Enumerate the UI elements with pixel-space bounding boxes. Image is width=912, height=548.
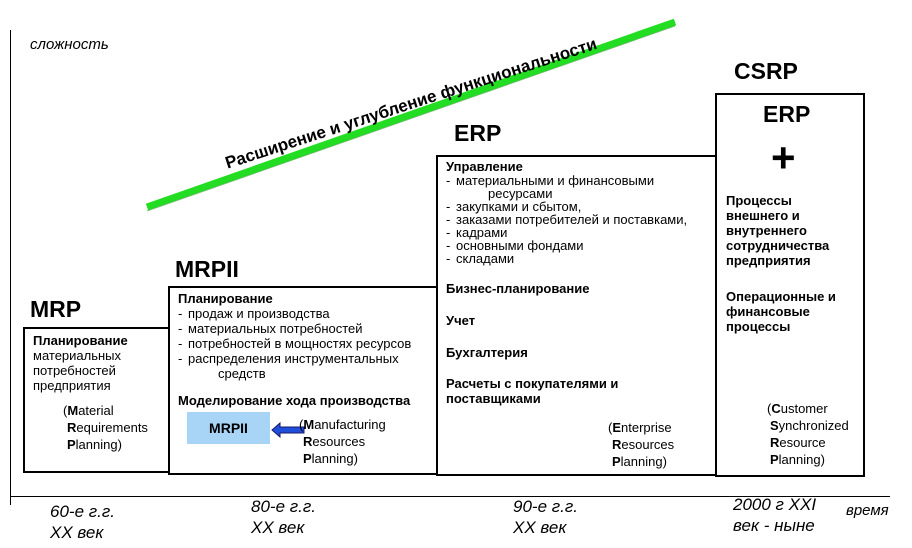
mrp-acronym: (Material Requirements Planning) bbox=[63, 403, 148, 452]
erp-section-bookkeeping: Бухгалтерия bbox=[446, 345, 528, 360]
mrpii-heading: Планирование bbox=[178, 291, 273, 306]
erp-box: Управление материальными и финансовыми р… bbox=[436, 155, 717, 476]
mrpii-title: MRPII bbox=[175, 256, 239, 282]
plus-icon: + bbox=[771, 134, 796, 181]
era-label-90s: 90-е г.г.XX век bbox=[513, 497, 578, 537]
list-item: кадрами bbox=[446, 226, 707, 239]
list-item: заказами потребителей и поставками, bbox=[446, 213, 707, 226]
x-axis-label: время bbox=[846, 502, 889, 519]
csrp-block-cooperation: Процессы внешнего и внутреннего сотрудни… bbox=[726, 193, 830, 268]
list-item: материальных потребностей bbox=[178, 321, 428, 336]
mrpii-acronym: (Manufacturing Resources Planning) bbox=[299, 417, 386, 466]
era-label-80s: 80-е г.г.XX век bbox=[251, 497, 316, 537]
mrp-text-3: предприятия bbox=[33, 378, 111, 393]
mrpii-modeling: Моделирование хода производства bbox=[178, 393, 411, 408]
list-item: складами bbox=[446, 252, 707, 265]
list-item: потребностей в мощностях ресурсов bbox=[178, 336, 428, 351]
erp-section-accounting: Учет bbox=[446, 313, 476, 328]
x-axis bbox=[10, 496, 890, 497]
mrpii-box: Планирование продаж и производства матер… bbox=[168, 286, 438, 475]
erp-heading: Управление bbox=[446, 159, 523, 174]
csrp-erp-title: ERP bbox=[763, 101, 811, 127]
csrp-acronym: (Customer Synchronized Resource Planning… bbox=[767, 401, 849, 467]
era-label-60s: 60-е г.г.XX век bbox=[50, 502, 115, 542]
list-item: материальными и финансовыми bbox=[446, 174, 707, 187]
csrp-title: CSRP bbox=[734, 58, 798, 84]
list-item: закупками и сбытом, bbox=[446, 200, 707, 213]
erp-acronym: (Enterprise Resources Planning) bbox=[608, 420, 675, 469]
list-item: основными фондами bbox=[446, 239, 707, 252]
mrpii-badge: MRPII bbox=[187, 412, 270, 444]
mrp-text-1: материальных bbox=[33, 348, 122, 363]
mrp-title: MRP bbox=[30, 296, 82, 322]
mrp-text-2: потребностей bbox=[33, 363, 116, 378]
erp-title: ERP bbox=[454, 120, 502, 146]
list-item: продаж и производства bbox=[178, 306, 428, 321]
erp-list: материальными и финансовыми bbox=[446, 174, 707, 187]
csrp-box: ERP + Процессы внешнего и внутреннего со… bbox=[715, 93, 865, 477]
erp-section-planning: Бизнес-планирование bbox=[446, 281, 590, 296]
erp-list-rest: закупками и сбытом, заказами потребителе… bbox=[446, 200, 707, 265]
y-axis bbox=[10, 30, 11, 505]
csrp-block-operations: Операционные и финансовые процессы bbox=[726, 289, 836, 334]
erp-list-cont: ресурсами bbox=[488, 186, 553, 201]
mrpii-list-cont: средств bbox=[218, 366, 266, 381]
y-axis-label: сложность bbox=[30, 36, 109, 53]
erp-section-settlements: Расчеты с покупателями и поставщиками bbox=[446, 376, 619, 406]
mrpii-list: продаж и производства материальных потре… bbox=[178, 306, 428, 366]
mrp-box: Планирование материальных потребностей п… bbox=[23, 327, 170, 473]
list-item: распределения инструментальных bbox=[178, 351, 428, 366]
left-arrow-icon bbox=[271, 422, 305, 438]
mrp-heading: Планирование bbox=[33, 333, 128, 348]
